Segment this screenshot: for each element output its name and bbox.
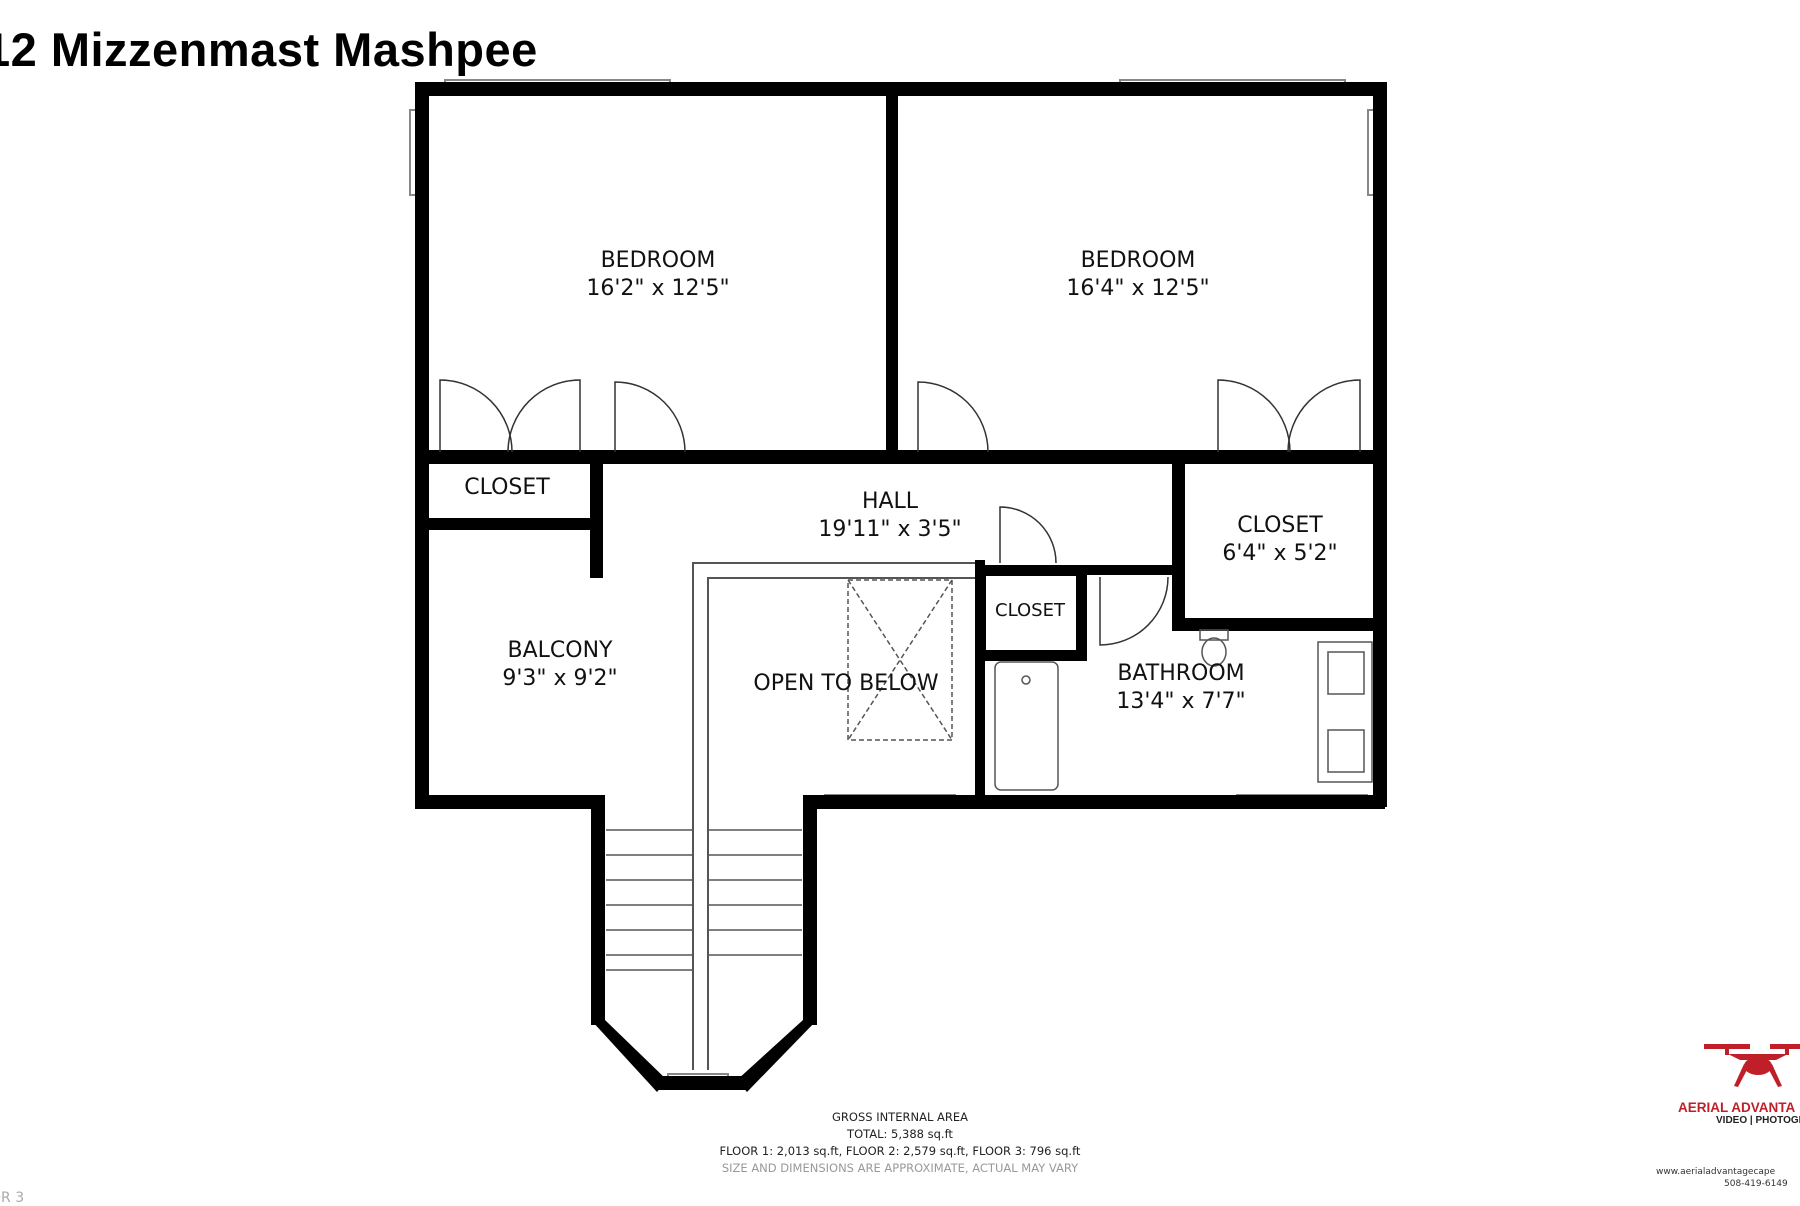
floor-label: OR 3 [0,1190,25,1206]
area-summary: GROSS INTERNAL AREA TOTAL: 5,388 sq.ft F… [600,1110,1200,1175]
hall-name: HALL [862,489,919,514]
area-heading: GROSS INTERNAL AREA [831,1110,968,1124]
company-logo: AERIAL ADVANTA VIDEO | PHOTOGRAPH www.ae… [1648,1040,1800,1200]
logo-tagline: VIDEO | PHOTOGRAPH [1716,1115,1800,1126]
closet-right-dims: 6'4" x 5'2" [1222,541,1337,566]
plan-title: 12 Mizzenmast Mashpee [0,23,538,76]
bedroom-right-dims: 16'4" x 12'5" [1066,276,1209,301]
walls [415,82,1387,1092]
closet-small-name: CLOSET [995,600,1066,621]
doors [439,379,1361,646]
room-labels: BEDROOM 16'2" x 12'5" BEDROOM 16'4" x 12… [464,248,1337,714]
area-floors: FLOOR 1: 2,013 sq.ft, FLOOR 2: 2,579 sq.… [719,1144,1081,1158]
logo-phone: 508-419-6149 [1724,1179,1788,1189]
balcony-dims: 9'3" x 9'2" [502,666,617,691]
open-to-below-marker [847,579,953,741]
hall-dims: 19'11" x 3'5" [818,517,961,542]
bedroom-right-name: BEDROOM [1081,248,1196,273]
bedroom-left-dims: 16'2" x 12'5" [586,276,729,301]
stairs [606,829,802,971]
balcony-name: BALCONY [508,638,614,663]
closet-right-name: CLOSET [1237,513,1323,538]
opening-rail [692,562,975,1070]
bath-fixtures [994,629,1373,791]
logo-brand: AERIAL ADVANTA [1678,1100,1796,1115]
bathroom-dims: 13'4" x 7'7" [1116,689,1245,714]
logo-website: www.aerialadvantagecape [1656,1167,1776,1177]
open-to-below-label: OPEN TO BELOW [753,671,938,696]
area-disclaimer: SIZE AND DIMENSIONS ARE APPROXIMATE, ACT… [721,1161,1079,1175]
bedroom-left-name: BEDROOM [601,248,716,273]
bathroom-name: BATHROOM [1117,661,1244,686]
closet-left-name: CLOSET [464,475,550,500]
area-total: TOTAL: 5,388 sq.ft [847,1127,953,1141]
drone-icon [1704,1044,1800,1087]
